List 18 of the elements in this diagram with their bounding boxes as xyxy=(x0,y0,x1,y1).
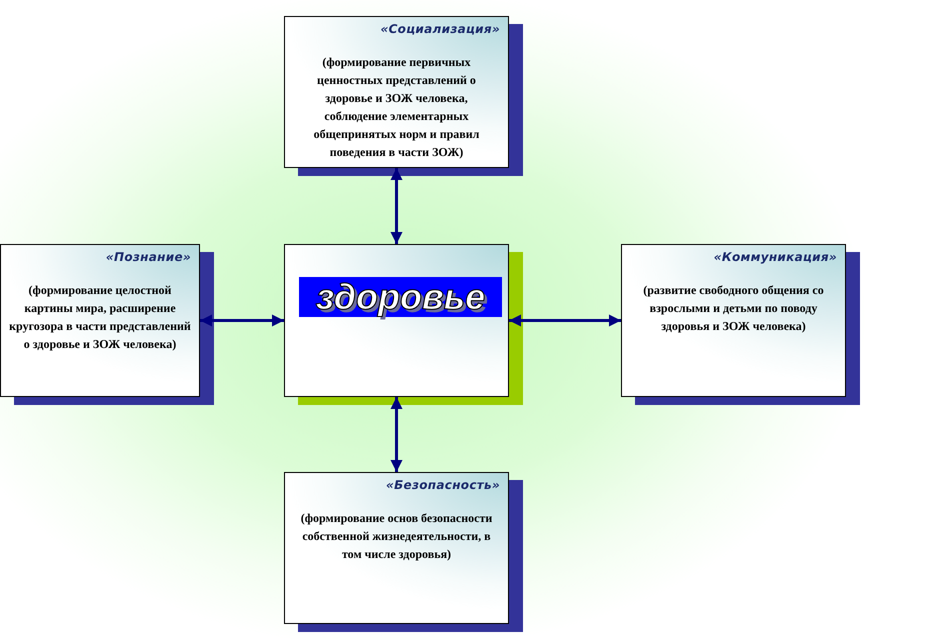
box-heading: «Социализация» xyxy=(380,22,500,36)
double-arrow xyxy=(390,397,402,472)
safety-box xyxy=(284,472,509,624)
double-arrow xyxy=(509,314,621,326)
socialization-box xyxy=(284,16,509,168)
double-arrow xyxy=(390,168,402,244)
box-heading: «Познание» xyxy=(106,250,191,264)
box-description: (развитие свободного общения со взрослыми и детьми по поводу здоровья и ЗОЖ человека) xyxy=(642,282,825,335)
box-heading: «Коммуникация» xyxy=(714,250,837,264)
box-heading: «Безопасность» xyxy=(386,478,500,492)
communication-box xyxy=(621,244,846,397)
cognition-box xyxy=(0,244,200,397)
box-description: (формирование целостной картины мира, расширение кругозора в части представлений о здоровье и ЗОЖ человека) xyxy=(9,282,191,353)
title-banner: здоровье xyxy=(299,277,502,317)
box-description: (формирование основ безопасности собственной жизнедеятельности, в том числе здоровья) xyxy=(300,510,494,563)
center-box xyxy=(284,244,509,397)
double-arrow xyxy=(200,314,284,326)
box-description: (формирование первичных ценностных представлений о здоровье и ЗОЖ человека, соблюдение элементарных общепринятых норм и правил поведения в части ЗОЖ) xyxy=(312,54,480,161)
